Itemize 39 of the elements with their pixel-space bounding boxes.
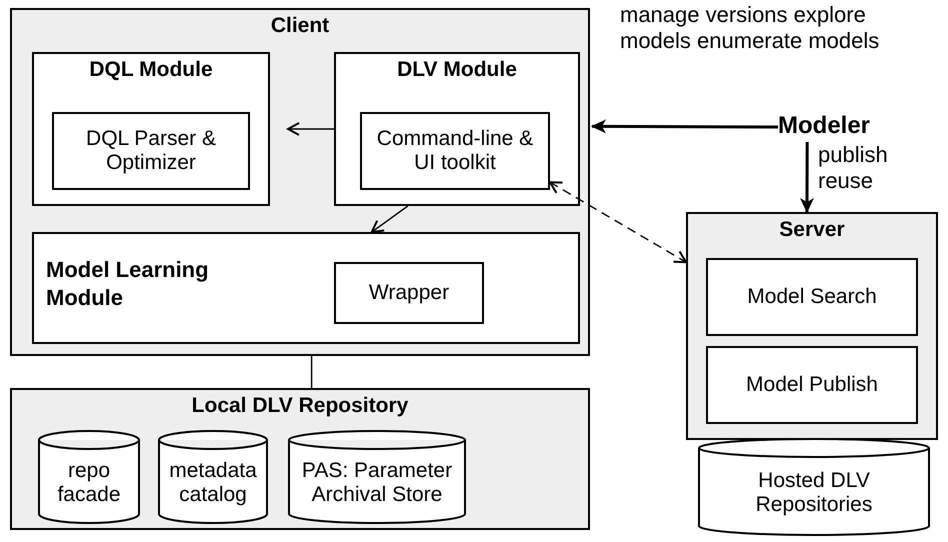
arrow: [549, 181, 687, 264]
component-box: [706, 346, 918, 424]
arrow: [800, 142, 814, 213]
component-box: [52, 112, 250, 190]
component-box: [334, 262, 484, 324]
component-box: [706, 258, 918, 336]
component-box: [32, 232, 580, 344]
group-title: Model Learning Module: [46, 256, 210, 312]
storage-cylinder: [288, 430, 466, 524]
component-label: Wrapper: [368, 281, 450, 305]
edge-label: publish reuse: [818, 142, 889, 194]
arrow: [287, 122, 336, 136]
connector-line: [310, 356, 312, 388]
arrow: [591, 119, 778, 134]
component-label: Model Search: [746, 285, 878, 309]
arrow: [370, 205, 408, 233]
storage-cylinder: [698, 438, 930, 536]
group-panel: [686, 212, 938, 440]
component-label: metadata catalog: [168, 458, 258, 507]
component-label: Hosted DLV Repositories: [754, 468, 874, 517]
group-title: Client: [270, 14, 330, 38]
component-box: [32, 52, 270, 206]
group-panel: [10, 8, 590, 356]
group-title: Server: [778, 218, 846, 242]
component-box: [360, 112, 550, 190]
component-label: Model Publish: [745, 373, 879, 397]
storage-cylinder: [158, 430, 268, 524]
component-label: PAS: Parameter Archival Store: [300, 458, 454, 507]
actor-name: Modeler: [778, 114, 872, 138]
component-label: DQL Parser & Optimizer: [85, 127, 217, 175]
component-label: Command-line & UI toolkit: [376, 127, 534, 175]
group-title: Local DLV Repository: [190, 394, 410, 418]
component-box: [334, 52, 580, 206]
group-panel: [10, 388, 590, 530]
group-title: DLV Module: [396, 58, 518, 82]
group-title: DQL Module: [88, 58, 214, 82]
component-label: repo facade: [56, 458, 122, 507]
edge-label: manage versions explore models enumerate models: [620, 2, 880, 54]
storage-cylinder: [38, 430, 140, 524]
